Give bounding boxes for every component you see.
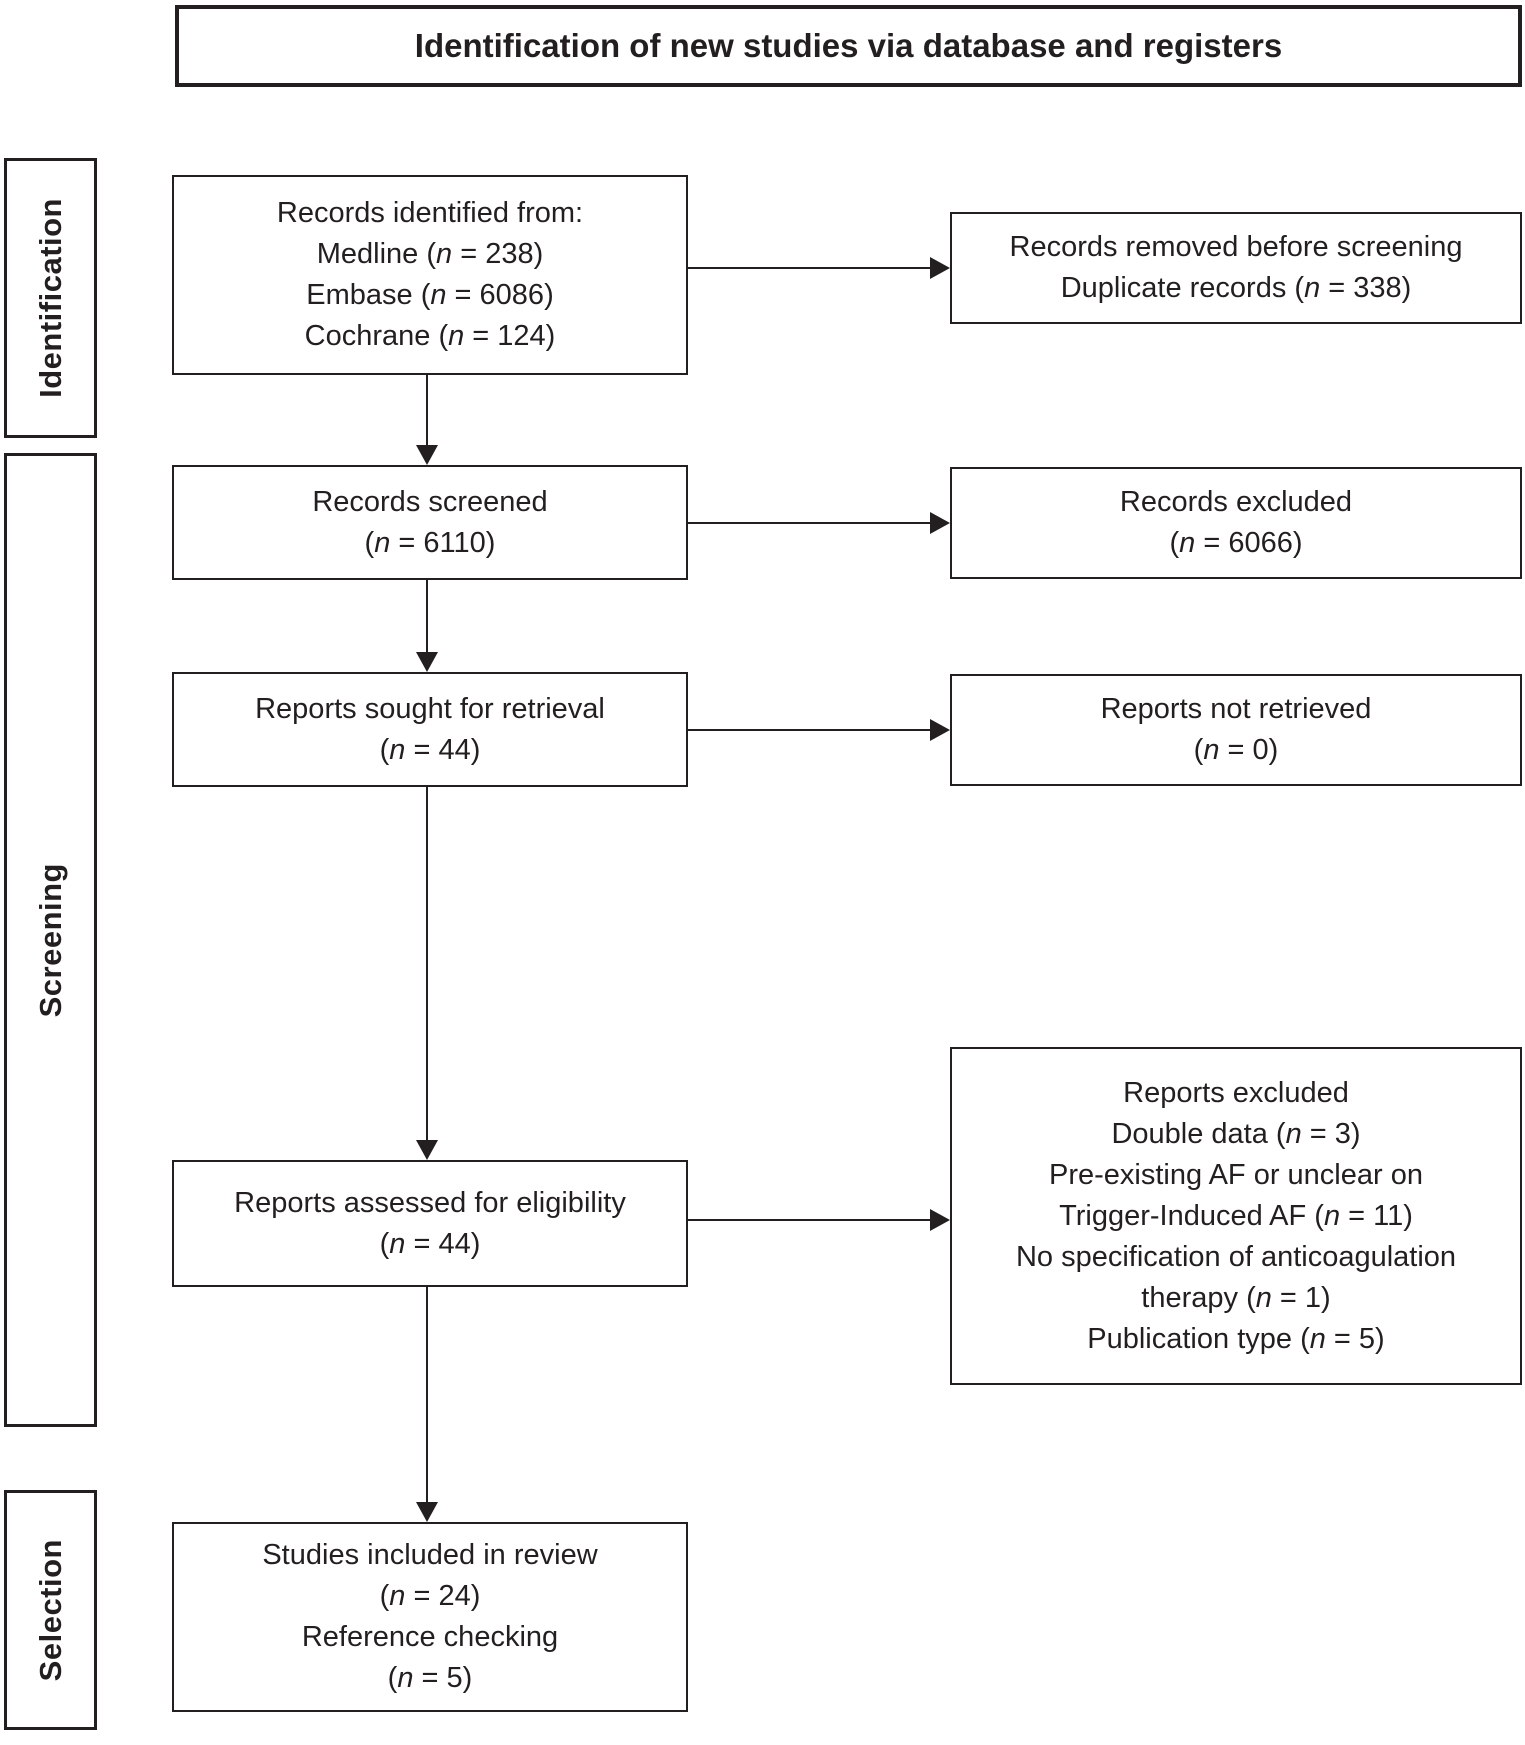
box-text-line: No specification of anticoagulation xyxy=(1015,1240,1457,1273)
box-text-line: (n = 0) xyxy=(1193,734,1279,766)
box-text-line: Reports sought for retrieval xyxy=(255,692,605,725)
arrow-down-icon xyxy=(416,1140,438,1160)
arrow-line xyxy=(688,267,932,269)
box-text-line: Embase (n = 6086) xyxy=(306,279,554,311)
box-reports-not-retrieved: Reports not retrieved (n = 0) xyxy=(950,674,1522,786)
box-records-screened: Records screened (n = 6110) xyxy=(172,465,688,580)
phase-label-identification: Identification xyxy=(32,198,68,398)
box-text-line: Pre-existing AF or unclear on xyxy=(1049,1158,1423,1191)
box-records-excluded: Records excluded (n = 6066) xyxy=(950,467,1522,579)
box-text-line: (n = 44) xyxy=(379,733,481,766)
arrow-line xyxy=(426,375,428,447)
arrow-down-icon xyxy=(416,1502,438,1522)
box-text-line: Records removed before screening xyxy=(1009,231,1463,263)
box-text-line: (n = 44) xyxy=(379,1227,481,1260)
arrow-line xyxy=(426,787,428,1142)
arrow-line xyxy=(426,580,428,654)
diagram-title: Identification of new studies via databa… xyxy=(414,27,1283,64)
box-text-line: Reports not retrieved xyxy=(1100,693,1372,725)
box-studies-included: Studies included in review (n = 24) Refere… xyxy=(172,1522,688,1712)
arrow-line xyxy=(426,1287,428,1504)
diagram-title-box: Identification of new studies via databa… xyxy=(175,5,1522,87)
box-text-line: Studies included in review xyxy=(262,1539,598,1571)
arrow-right-icon xyxy=(930,512,950,534)
arrow-right-icon xyxy=(930,719,950,741)
box-text-line: Double data (n = 3) xyxy=(1111,1117,1361,1150)
phase-label-screening: Screening xyxy=(32,862,68,1018)
box-text-line: Medline (n = 238) xyxy=(316,238,544,270)
box-reports-assessed: Reports assessed for eligibility (n = 44) xyxy=(172,1160,688,1287)
phase-box-selection: Selection xyxy=(4,1490,97,1730)
box-reports-sought: Reports sought for retrieval (n = 44) xyxy=(172,672,688,787)
box-text-line: Records identified from: xyxy=(276,197,584,229)
box-text-line: Duplicate records (n = 338) xyxy=(1060,272,1412,304)
box-text-line: (n = 5) xyxy=(387,1662,473,1694)
box-text-line: Records excluded xyxy=(1119,486,1353,518)
box-text-line: (n = 24) xyxy=(379,1580,481,1612)
arrow-down-icon xyxy=(416,445,438,465)
box-text-line: Trigger-Induced AF (n = 11) xyxy=(1059,1199,1413,1232)
box-text-line: (n = 6066) xyxy=(1169,527,1303,559)
arrow-right-icon xyxy=(930,1209,950,1231)
box-records-identified: Records identified from: Medline (n = 238… xyxy=(172,175,688,375)
box-text-line: Reports excluded xyxy=(1123,1076,1349,1109)
box-text-line: Reference checking xyxy=(301,1621,559,1653)
arrow-line xyxy=(688,1219,932,1221)
box-text-line: Publication type (n = 5) xyxy=(1087,1322,1385,1355)
arrow-down-icon xyxy=(416,652,438,672)
box-text-line: Cochrane (n = 124) xyxy=(304,320,556,352)
arrow-line xyxy=(688,729,932,731)
phase-label-selection: Selection xyxy=(32,1538,68,1682)
box-text-line: Records screened xyxy=(312,485,548,518)
box-text-line: therapy (n = 1) xyxy=(1141,1281,1331,1314)
box-text-line: (n = 6110) xyxy=(364,526,496,559)
phase-box-identification: Identification xyxy=(4,158,97,438)
arrow-right-icon xyxy=(930,257,950,279)
phase-box-screening: Screening xyxy=(4,453,97,1427)
box-text-line: Reports assessed for eligibility xyxy=(234,1186,626,1219)
arrow-line xyxy=(688,522,932,524)
